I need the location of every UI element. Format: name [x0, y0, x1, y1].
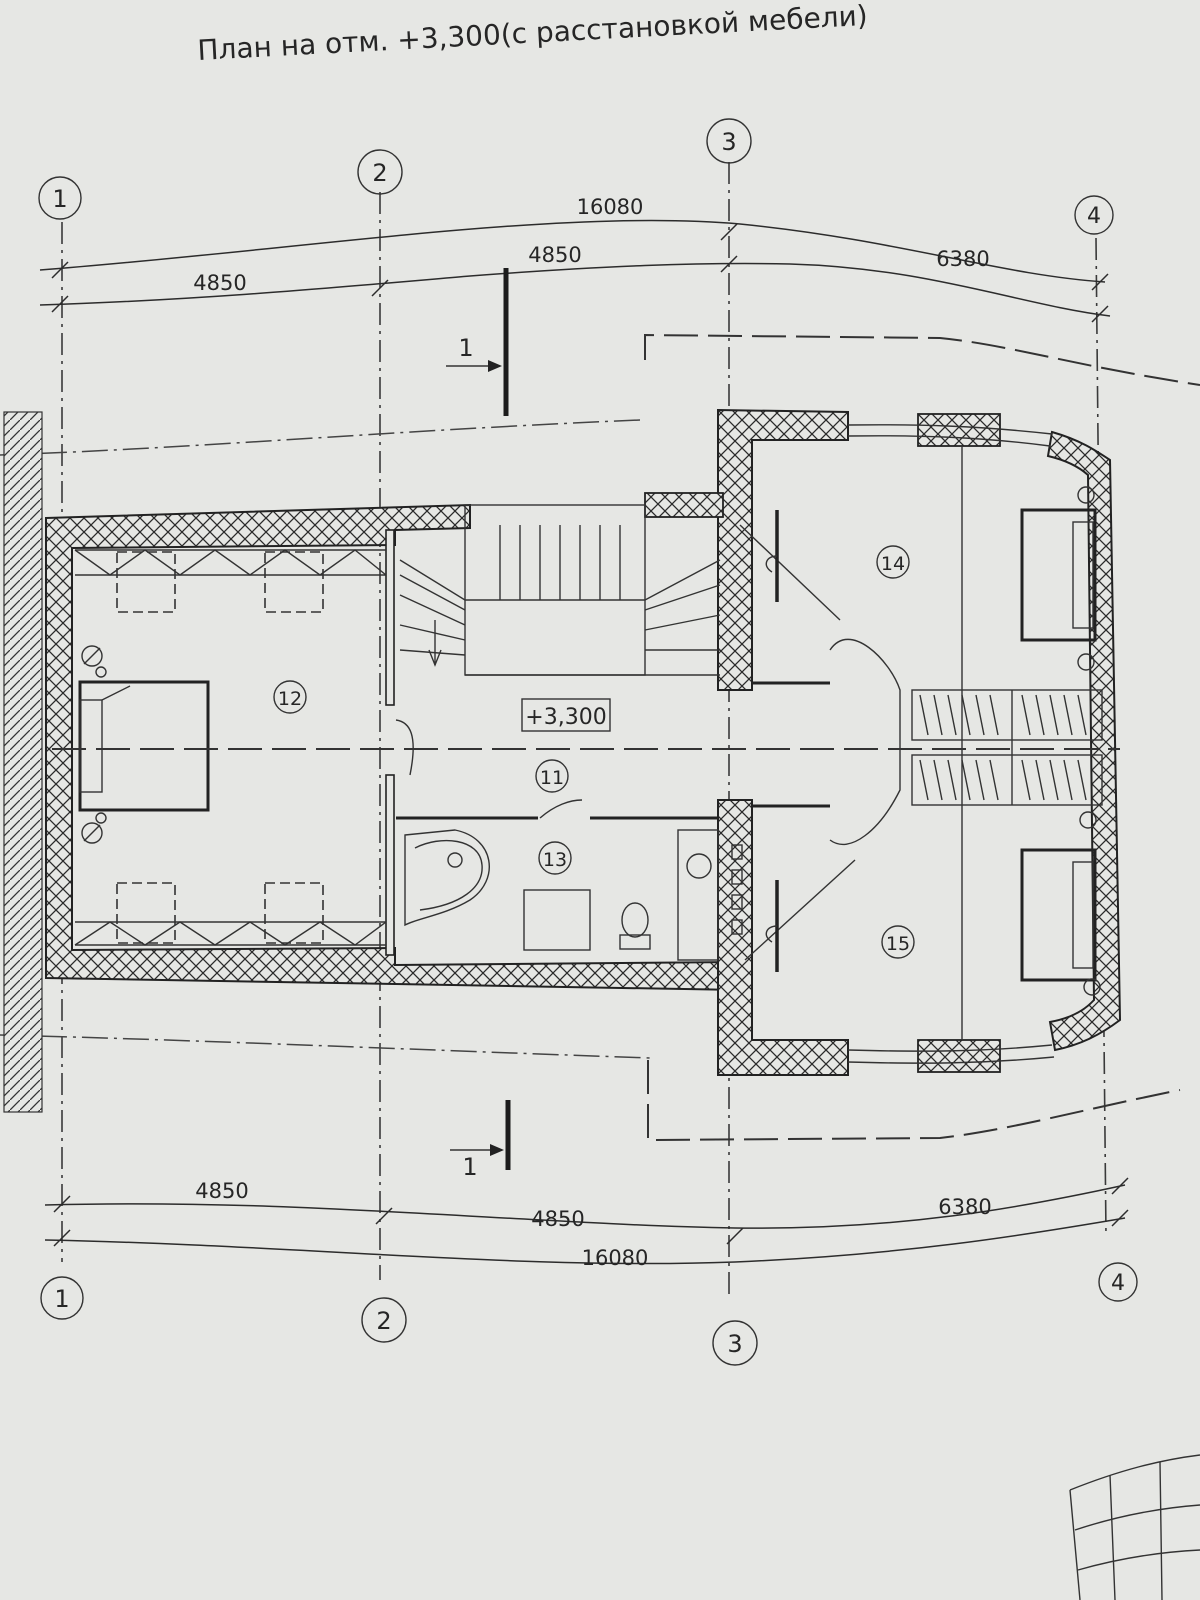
- svg-text:2: 2: [372, 159, 387, 187]
- title-block-corner: [1069, 1454, 1200, 1600]
- bathtub: [404, 829, 490, 927]
- axis-bubble-bottom-1: 1: [40, 1276, 84, 1320]
- svg-text:1: 1: [458, 334, 473, 362]
- dimension-bottom-segment-1: 4850: [195, 1179, 248, 1203]
- axis-bubble-bottom-2: 2: [361, 1297, 407, 1343]
- plan-title: План на отм. +3,300(с расстановкой мебел…: [197, 0, 869, 67]
- svg-text:15: 15: [886, 933, 910, 955]
- room-number-14: 14: [876, 545, 910, 579]
- svg-text:4: 4: [1087, 204, 1101, 229]
- door-room-12: [395, 719, 414, 776]
- svg-text:11: 11: [540, 767, 564, 789]
- door-leaf-14: [765, 510, 779, 602]
- door-room-13: [539, 799, 583, 819]
- partition-wall-12: [385, 529, 395, 706]
- axis-bubble-top-2: 2: [357, 149, 403, 195]
- nightstands-room-12: [81, 645, 107, 844]
- lower-eave-dashed: [647, 1060, 1181, 1142]
- wardrobe-hangers: [911, 689, 1103, 806]
- window-line-top-2: [847, 435, 1051, 447]
- svg-text:1: 1: [52, 185, 67, 213]
- svg-text:1: 1: [462, 1153, 477, 1181]
- outer-wall-right-block: [717, 408, 849, 691]
- dimension-top-segment-2: 4850: [528, 243, 581, 267]
- nightstands-room-14-15: [1077, 486, 1101, 996]
- dimension-line-bottom-segments: [44, 1184, 1126, 1229]
- dimension-top-total: 16080: [577, 195, 644, 219]
- adjacent-wall-hatch: [3, 411, 43, 1113]
- bottom-wall-segment: [917, 1039, 1001, 1073]
- bed-room-15: [1020, 848, 1097, 982]
- sink: [677, 829, 719, 961]
- bed-room-14: [1020, 508, 1097, 642]
- dimension-top-segment-1: 4850: [193, 271, 246, 295]
- level-mark: +3,300: [521, 698, 611, 732]
- roof-outline-top: [0, 419, 641, 456]
- svg-text:1: 1: [54, 1285, 69, 1313]
- door-leaf-15: [765, 880, 779, 972]
- toilet: [619, 902, 651, 950]
- window-line-bottom: [847, 1044, 1053, 1052]
- svg-text:+3,300: +3,300: [525, 705, 606, 730]
- vent-shafts: [731, 844, 743, 935]
- dimension-line-top-segments: [39, 262, 1111, 317]
- dimension-line-top-total: [39, 219, 1106, 283]
- room-number-13: 13: [538, 841, 572, 875]
- dimension-bottom-segment-2: 4850: [531, 1207, 584, 1231]
- dimension-top-segment-3: 6380: [936, 247, 989, 271]
- roof-truss-bottom-room-12: [74, 921, 387, 946]
- dimension-bottom-total: 16080: [582, 1246, 649, 1270]
- stair-wall-hatch: [644, 492, 724, 518]
- axis-bubble-bottom-3: 3: [712, 1320, 758, 1366]
- curved-wall-right: [1046, 430, 1122, 1052]
- svg-text:4: 4: [1111, 1271, 1125, 1296]
- axis-bubble-top-1: 1: [38, 176, 82, 220]
- bathroom-mat: [523, 889, 591, 951]
- staircase: [399, 504, 721, 676]
- top-wall-segment: [917, 413, 1001, 447]
- room-number-11: 11: [535, 759, 569, 793]
- axis-bubble-top-4: 4: [1074, 195, 1114, 235]
- roof-outline-bottom: [0, 1034, 651, 1059]
- svg-text:3: 3: [727, 1330, 742, 1358]
- dimension-ticks-top: [51, 223, 1109, 323]
- svg-text:2: 2: [376, 1307, 391, 1335]
- upper-eave-dashed: [644, 333, 1200, 386]
- bed-room-12: [78, 680, 210, 812]
- dimension-ticks-bottom: [53, 1177, 1129, 1247]
- door-swing-14: [739, 524, 841, 621]
- partition-wall-12-lower: [385, 774, 395, 956]
- dimension-line-bottom-total: [44, 1217, 1126, 1265]
- axis-bubble-top-3: 3: [706, 118, 752, 164]
- svg-text:12: 12: [278, 688, 302, 710]
- outer-wall-right-block-lower: [717, 799, 849, 1076]
- window-line-bottom-2: [847, 1056, 1055, 1064]
- svg-text:13: 13: [543, 849, 567, 871]
- wardrobe-corridor-outline: [829, 638, 901, 846]
- svg-text:3: 3: [721, 128, 736, 156]
- room-number-12: 12: [273, 680, 307, 714]
- dimension-bottom-segment-3: 6380: [938, 1195, 991, 1219]
- window-line-top: [847, 424, 1053, 435]
- room-number-15: 15: [881, 925, 915, 959]
- svg-text:14: 14: [881, 553, 905, 575]
- section-mark-top: 1: [446, 268, 509, 416]
- axis-bubble-bottom-4: 4: [1098, 1262, 1138, 1302]
- door-swing-15: [744, 859, 856, 961]
- dormer-windows-room-12: [116, 551, 324, 944]
- section-mark-bottom: 1: [450, 1100, 511, 1181]
- roof-truss-top-room-12: [74, 549, 387, 576]
